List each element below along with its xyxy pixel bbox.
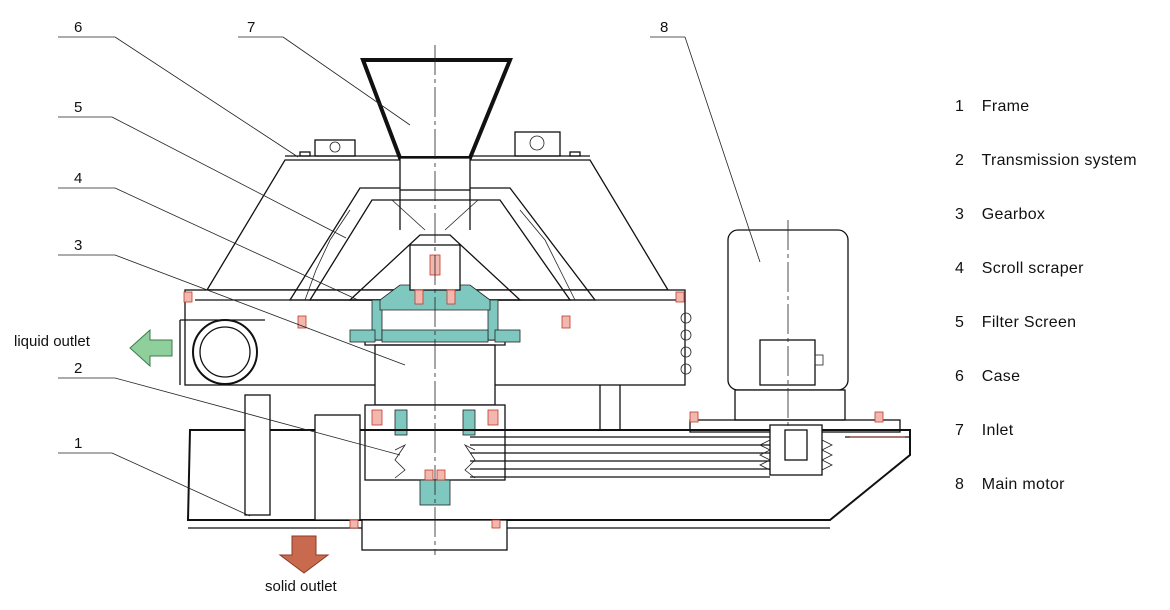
- callout-5: 5: [74, 99, 82, 116]
- legend-label: Case: [981, 368, 1021, 385]
- liquid-outlet-arrow: [129, 328, 173, 368]
- main-motor: [689, 229, 910, 476]
- solid-outlet-label: solid outlet: [265, 578, 337, 595]
- parts-legend: 1 Frame 2 Transmission system 3 Gearbox …: [955, 98, 1137, 530]
- callout-2: 2: [74, 360, 82, 377]
- legend-item-frame: 1 Frame: [955, 98, 1137, 152]
- legend-label: Scroll scraper: [981, 260, 1084, 277]
- legend-number: 4: [955, 260, 965, 277]
- legend-item-gearbox: 3 Gearbox: [955, 206, 1137, 260]
- legend-label: Gearbox: [981, 206, 1046, 223]
- callout-leaders: [58, 36, 761, 517]
- legend-number: 2: [955, 152, 965, 169]
- legend-number: 5: [955, 314, 965, 331]
- callout-6: 6: [74, 19, 82, 36]
- legend-label: Inlet: [981, 422, 1014, 439]
- legend-item-inlet: 7 Inlet: [955, 422, 1137, 476]
- callout-1: 1: [74, 435, 82, 452]
- legend-item-scroll-scraper: 4 Scroll scraper: [955, 260, 1137, 314]
- legend-number: 3: [955, 206, 965, 223]
- callout-7: 7: [247, 19, 255, 36]
- legend-item-case: 6 Case: [955, 368, 1137, 422]
- legend-number: 7: [955, 422, 965, 439]
- legend-label: Main motor: [981, 476, 1065, 493]
- frame: [186, 385, 911, 551]
- callout-3: 3: [74, 237, 82, 254]
- center-lines: [434, 45, 789, 555]
- legend-item-transmission-system: 2 Transmission system: [955, 152, 1137, 206]
- callout-4: 4: [74, 170, 82, 187]
- legend-label: Filter Screen: [981, 314, 1077, 331]
- legend-label: Frame: [981, 98, 1030, 115]
- legend-label: Transmission system: [981, 152, 1137, 169]
- legend-number: 8: [955, 476, 965, 493]
- legend-number: 6: [955, 368, 965, 385]
- legend-number: 1: [955, 98, 965, 115]
- solid-outlet-arrow: [278, 535, 330, 574]
- liquid-outlet-label: liquid outlet: [14, 333, 90, 350]
- legend-item-main-motor: 8 Main motor: [955, 476, 1137, 530]
- callout-8: 8: [660, 19, 668, 36]
- legend-item-filter-screen: 5 Filter Screen: [955, 314, 1137, 368]
